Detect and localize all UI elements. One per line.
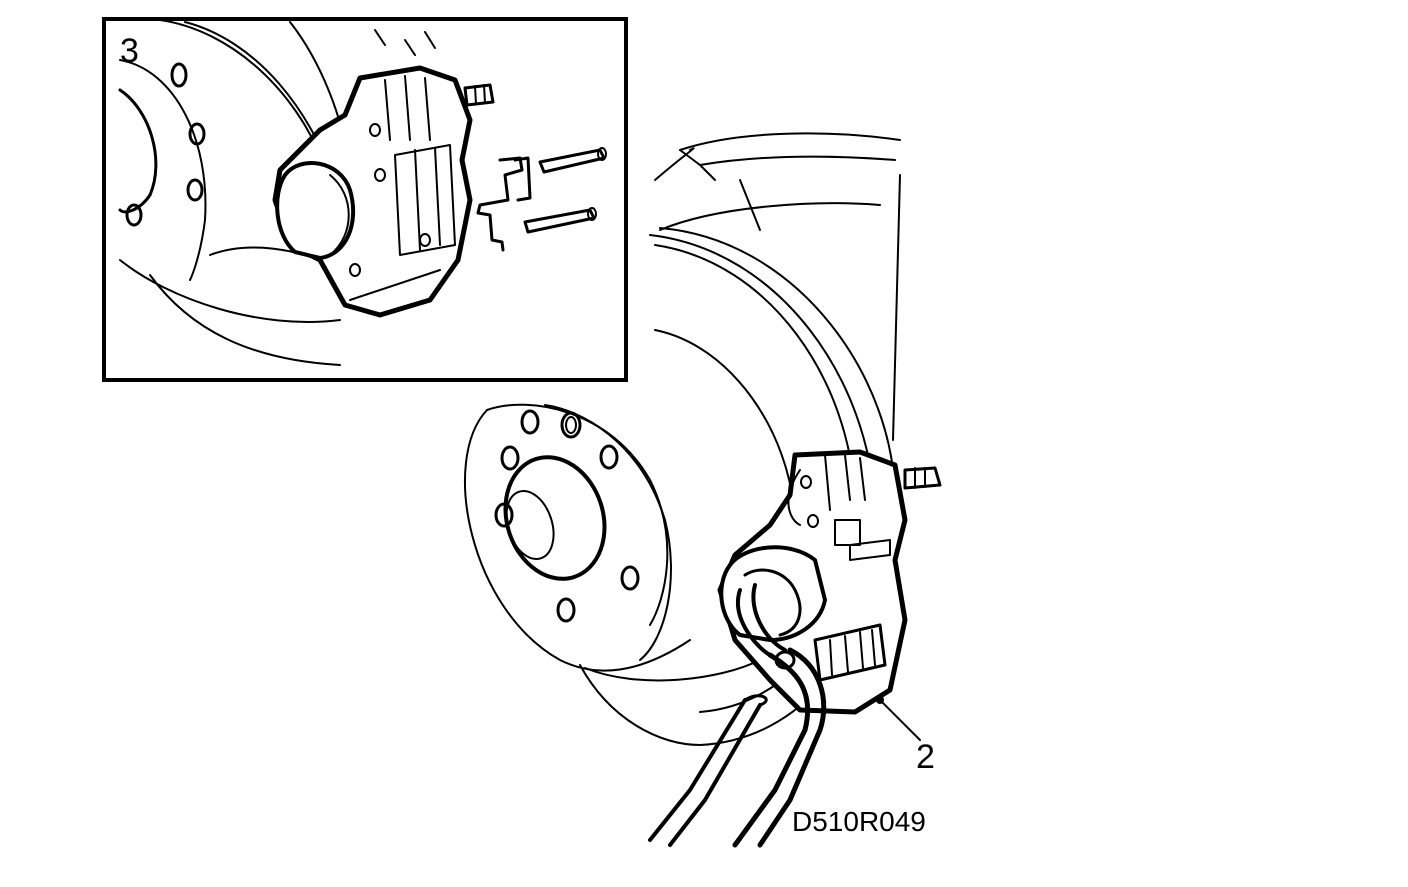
main-assembly: [463, 132, 942, 848]
callout-label-3: 3: [120, 32, 139, 70]
fender-lines: [654, 132, 901, 441]
retaining-spring-icon: [476, 156, 532, 252]
wheel-hub: [494, 409, 640, 623]
inset-caliper-icon: [272, 65, 495, 318]
detail-inset: [102, 17, 628, 382]
brake-caliper-icon: [717, 449, 942, 715]
guide-pin-icon: [523, 147, 607, 234]
pliers-icon: [648, 583, 827, 848]
callout-label-2: 2: [916, 738, 935, 776]
figure-code: D510R049: [792, 806, 926, 837]
callout-2-leader: [876, 696, 921, 741]
